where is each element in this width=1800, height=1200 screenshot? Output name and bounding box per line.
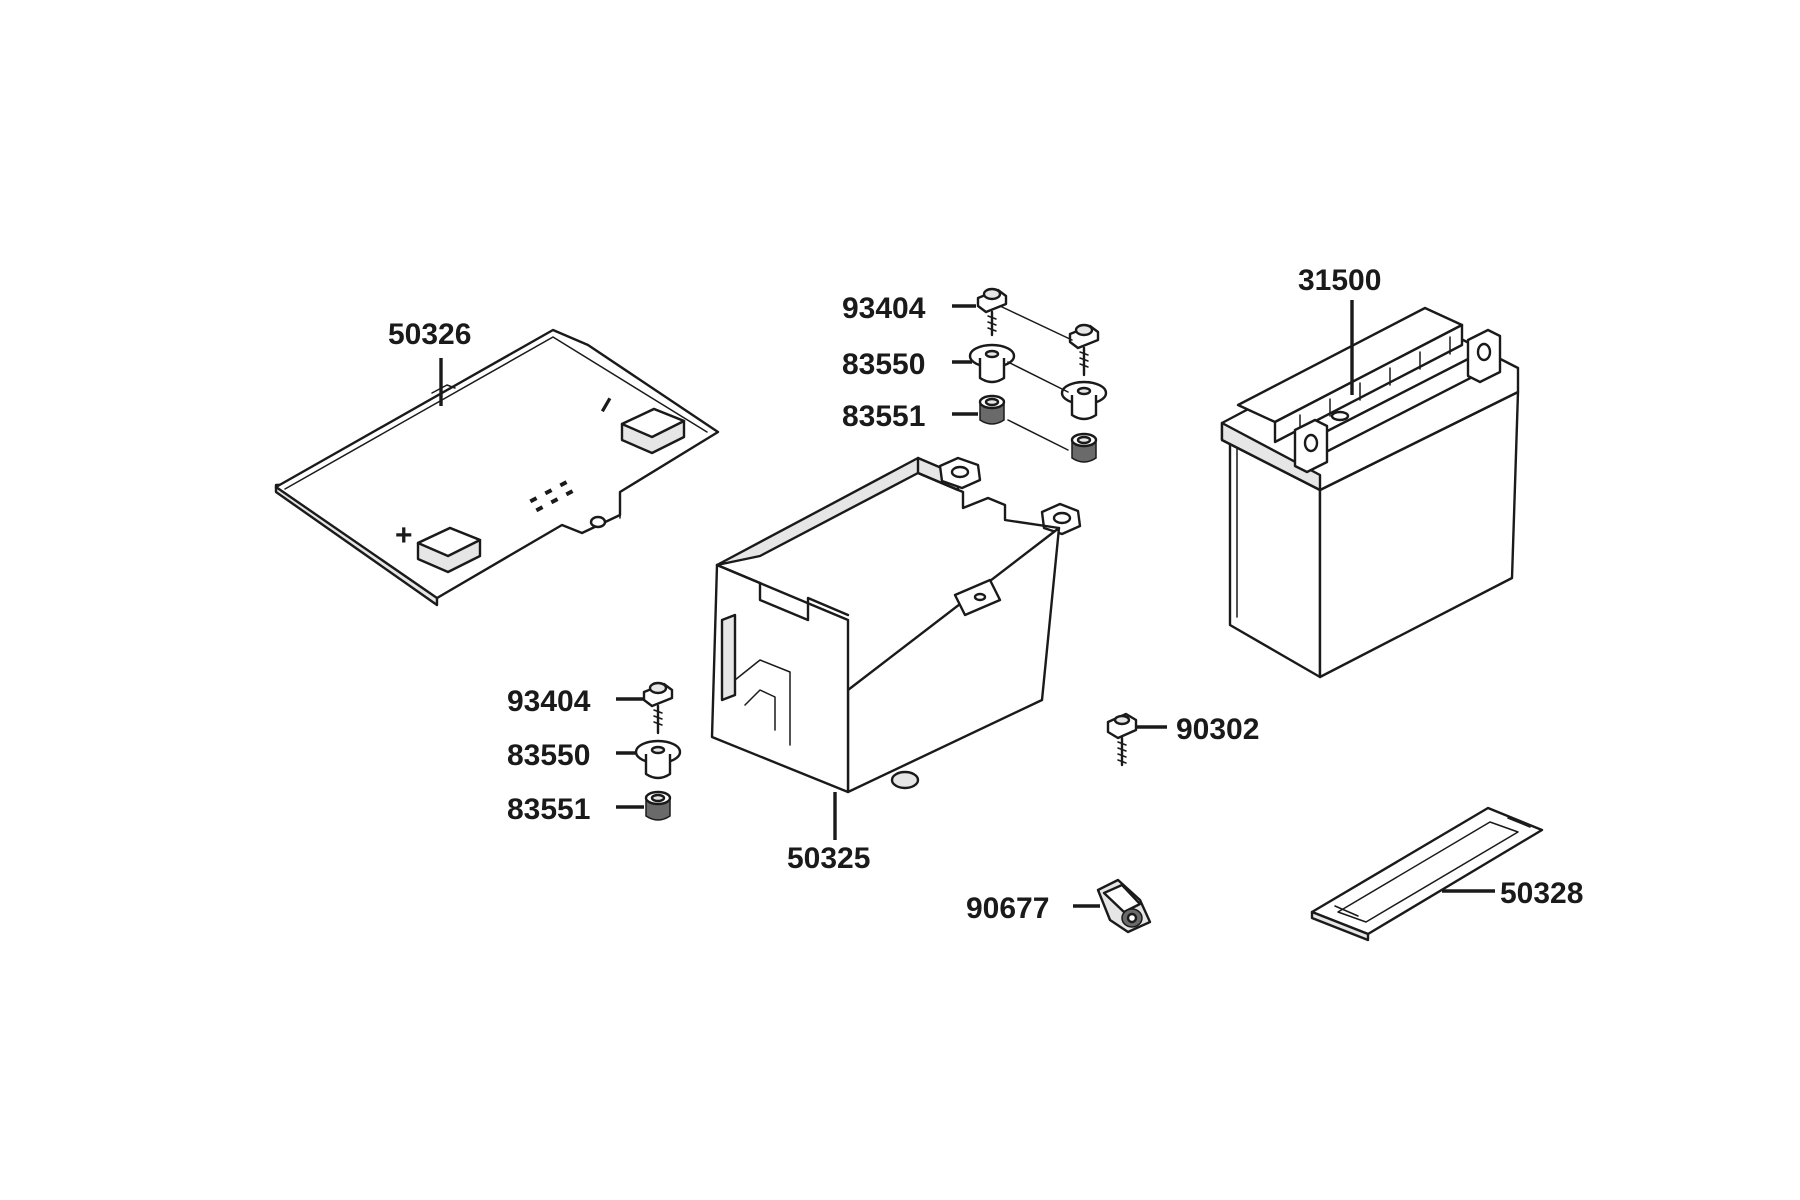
top-grommet-left [978,394,1006,425]
label-strap: 50328 [1500,877,1583,910]
positive-terminal-cap [416,526,482,574]
side-bolt [642,681,674,735]
label-top-bolt: 93404 [842,292,926,325]
label-side-grommet: 83551 [507,793,590,826]
battery-cover: + − [274,328,720,607]
negative-terminal [1466,328,1502,384]
side-collar [634,739,682,780]
battery-strap [1310,806,1544,942]
label-side-bolt: 93404 [507,685,591,718]
top-grommet-right [1070,432,1098,463]
label-flange-bolt: 90302 [1176,713,1259,746]
side-grommet [644,790,672,821]
positive-terminal [1293,418,1329,474]
label-tray: 50325 [787,842,870,875]
battery-tray [710,456,1082,794]
top-collar-left [968,343,1016,384]
flange-bolt [1106,712,1138,767]
vent-marks [529,480,574,513]
label-top-grommet: 83551 [842,400,925,433]
top-bolt-right [1068,323,1100,377]
label-battery: 31500 [1298,264,1381,297]
leader-lines [439,300,1495,908]
clip-nut [1096,878,1152,934]
plus-symbol: + [395,519,413,552]
top-bolt-left [976,287,1008,337]
negative-terminal-cap [620,407,686,455]
battery [1220,306,1520,679]
label-cover: 50326 [388,318,471,351]
top-collar-right [1060,380,1108,421]
label-side-collar: 83550 [507,739,590,772]
label-clip-nut: 90677 [966,892,1049,925]
label-top-collar: 83550 [842,348,925,381]
